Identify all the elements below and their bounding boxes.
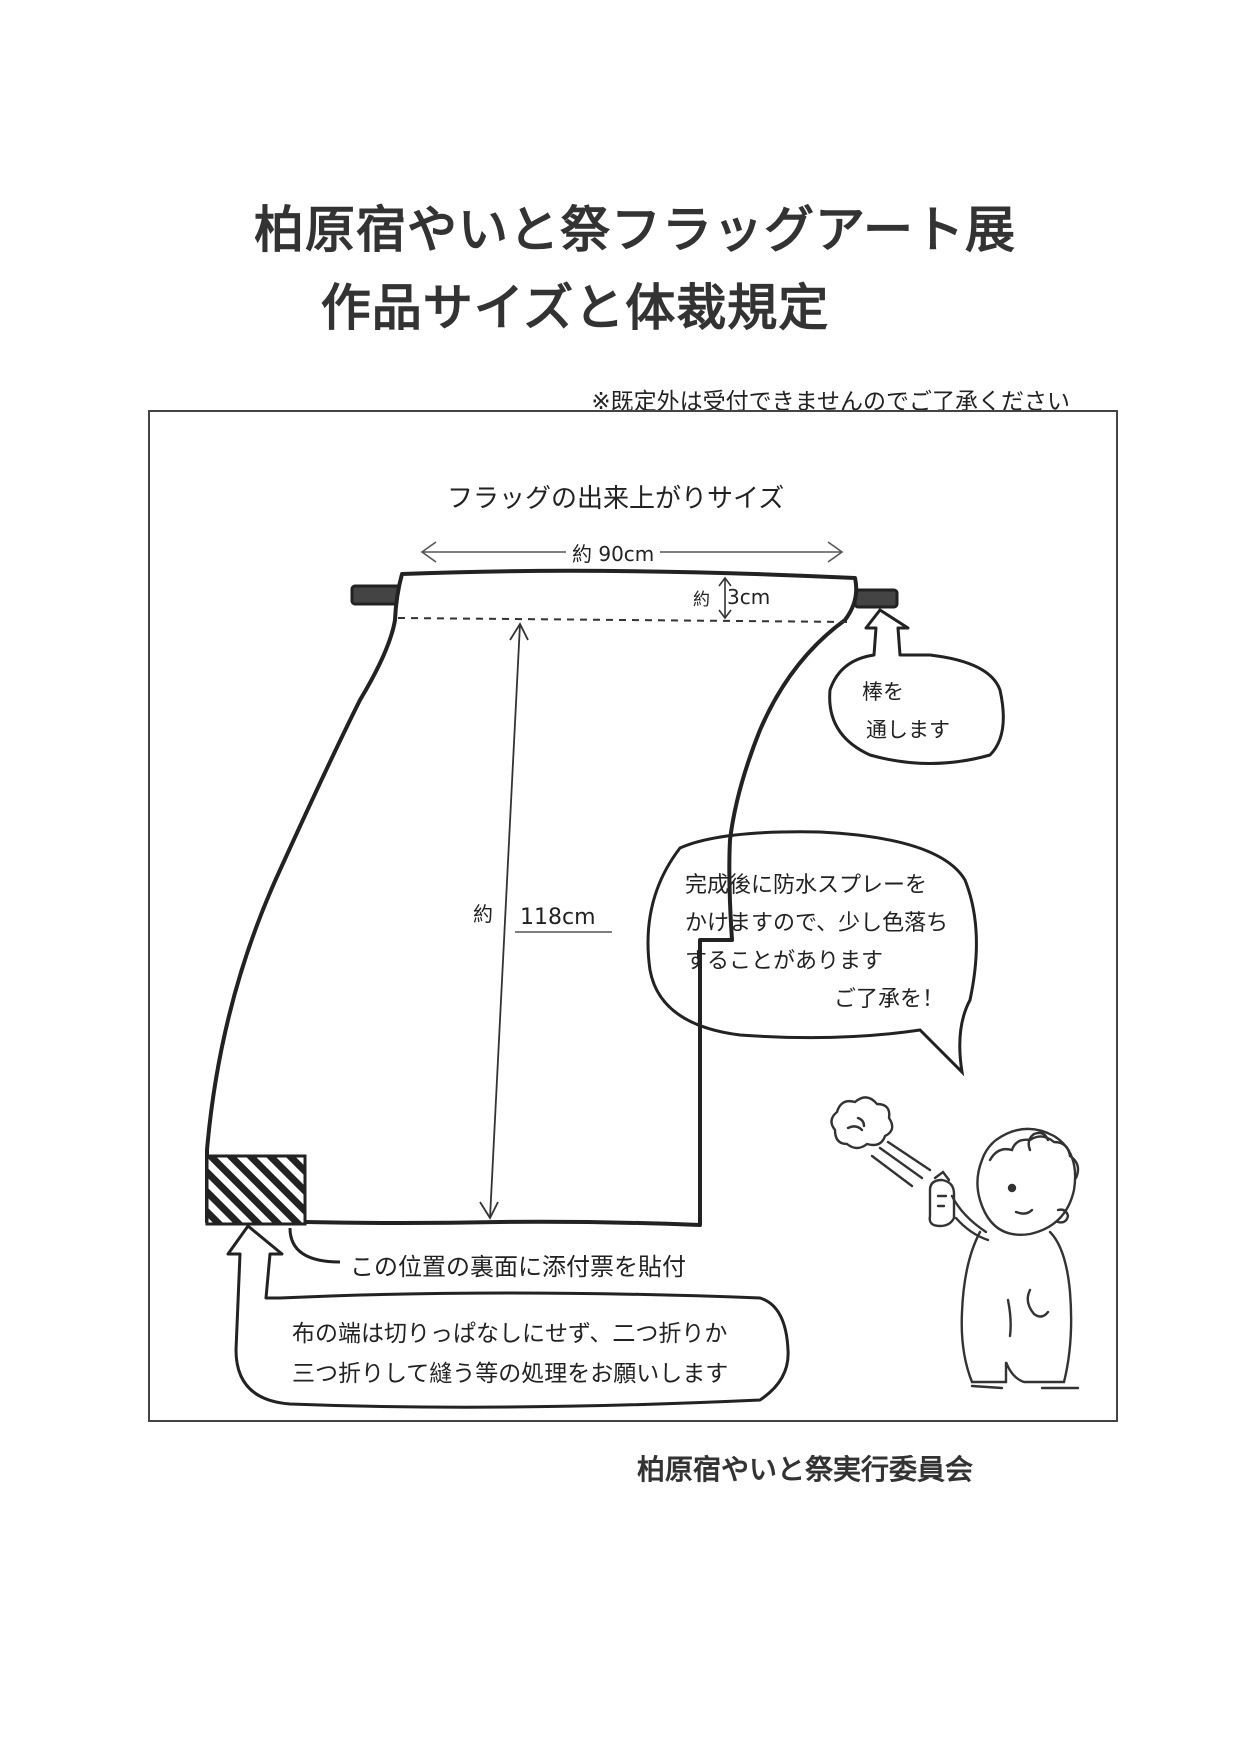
sleeve-seam-line <box>397 617 853 623</box>
edge-note-line2: 三つ折りして縫う等の処理をお願いします <box>292 1361 729 1387</box>
diagram-frame <box>148 410 1118 1422</box>
width-label: 約 90cm <box>566 538 661 567</box>
edge-note-line1: 布の端は切りっぱなしにせず、二つ折りか <box>292 1321 728 1347</box>
edge-note-bubble <box>226 1224 790 1409</box>
page-title-line2: 作品サイズと体裁規定 <box>320 279 830 337</box>
rod-note-line2: 通します <box>866 718 950 742</box>
height-dimension-arrow <box>479 622 529 1220</box>
waterproof-note-line3: することがあります <box>685 949 884 974</box>
height-label: 118cm <box>520 905 596 930</box>
rod-callout-bubble <box>828 608 1005 765</box>
waterproof-callout-bubble <box>646 830 978 1077</box>
sleeve-approx-label: 約 <box>693 590 710 610</box>
waterproof-note-line1: 完成後に防水スプレーを <box>685 873 928 898</box>
tag-position-note: この位置の裏面に添付票を貼付 <box>350 1253 686 1281</box>
waterproof-note-line4: ご了承を！ <box>834 987 945 1012</box>
diagram-caption: フラッグの出来上がりサイズ <box>447 484 785 514</box>
sleeve-height-arrow <box>718 576 732 620</box>
rod-note-line1: 棒を <box>862 680 904 704</box>
person-spraying-illustration <box>830 1096 1080 1390</box>
tag-leader-line <box>288 1227 341 1264</box>
waterproof-note-line2: かけますので、少し色落ち <box>685 911 949 936</box>
tag-location-hatched <box>205 1154 307 1226</box>
organizer-name: 柏原宿やいと祭実行委員会 <box>637 1453 974 1486</box>
flag-outline <box>205 568 859 1227</box>
sleeve-height-label: 3cm <box>727 585 771 609</box>
page-title-line1: 柏原宿やいと祭フラッグアート展 <box>254 201 1016 259</box>
height-approx-label: 約 <box>473 902 493 926</box>
